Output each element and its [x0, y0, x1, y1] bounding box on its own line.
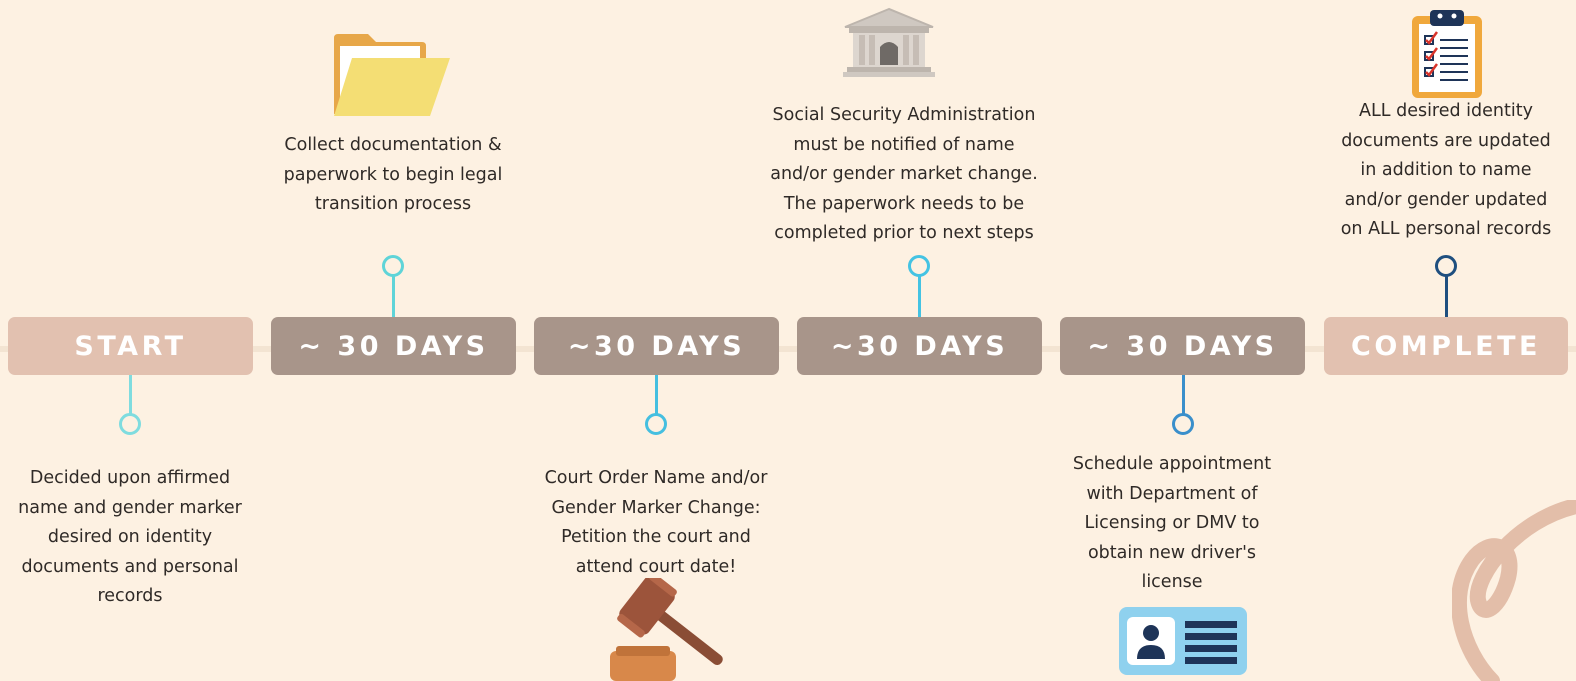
government-building-icon — [843, 7, 935, 77]
gavel-icon — [610, 578, 723, 681]
connector-node-2 — [645, 413, 667, 435]
connector-node-1 — [382, 255, 404, 277]
connector-node-5 — [1435, 255, 1457, 277]
checklist-clipboard-icon — [1412, 10, 1482, 98]
connector-stem-5 — [1445, 276, 1448, 317]
stage-start-box: START — [8, 317, 253, 375]
connector-stem-4 — [1182, 375, 1185, 415]
stage-complete-box: COMPLETE — [1324, 317, 1568, 375]
stage-start-description: Decided upon affirmed name and gender ma… — [18, 468, 242, 607]
stage-4-label: ~ 30 DAYS — [1087, 330, 1278, 362]
stage-2-label: ~30 DAYS — [567, 330, 746, 362]
connector-stem-3 — [918, 276, 921, 317]
connector-node-4 — [1172, 413, 1194, 435]
stage-3-description: Social Security Administration must be n… — [770, 105, 1038, 244]
stage-complete-label: COMPLETE — [1351, 330, 1541, 362]
stage-2-box: ~30 DAYS — [534, 317, 779, 375]
timeline-track — [0, 346, 1576, 352]
id-card-icon — [1119, 607, 1247, 675]
decorative-swirl-icon — [1452, 500, 1576, 681]
connector-node-3 — [908, 255, 930, 277]
connector-stem-1 — [392, 276, 395, 317]
stage-1-description: Collect documentation & paperwork to beg… — [283, 135, 503, 215]
connector-node-start — [119, 413, 141, 435]
stage-3-box: ~30 DAYS — [797, 317, 1042, 375]
stage-2-description: Court Order Name and/or Gender Marker Ch… — [544, 468, 768, 577]
stage-3-label: ~30 DAYS — [830, 330, 1009, 362]
stage-1-box: ~ 30 DAYS — [271, 317, 516, 375]
folder-icon — [334, 34, 450, 116]
stage-4-box: ~ 30 DAYS — [1060, 317, 1305, 375]
stage-4-description: Schedule appointment with Department of … — [1072, 454, 1272, 593]
connector-stem-2 — [655, 375, 658, 415]
stage-1-label: ~ 30 DAYS — [298, 330, 489, 362]
connector-stem-start — [129, 375, 132, 415]
stage-start-label: START — [74, 330, 187, 362]
stage-5-description: ALL desired identity documents are updat… — [1340, 101, 1552, 240]
